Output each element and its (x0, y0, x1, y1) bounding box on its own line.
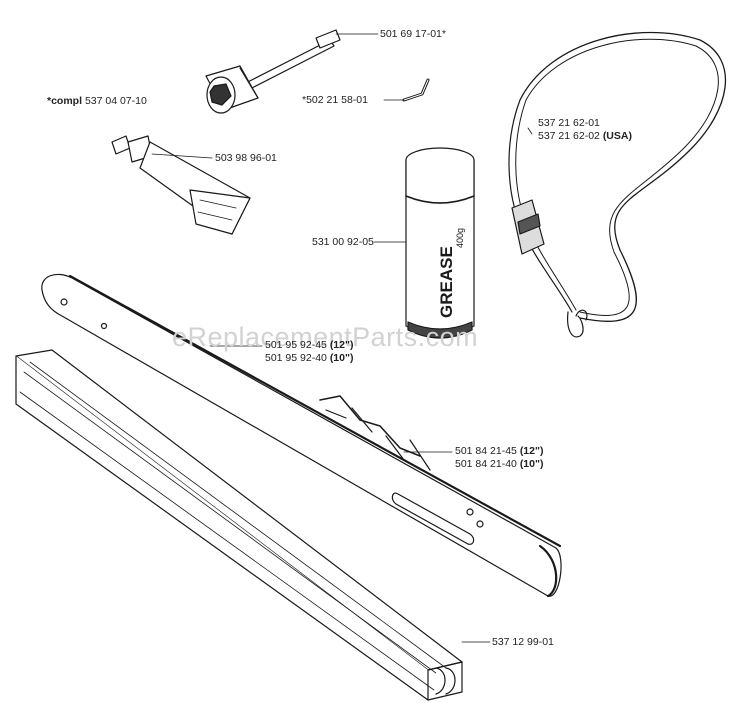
grease-weight-text: 400g (455, 228, 465, 248)
label-wrench: 501 69 17-01* (380, 28, 446, 41)
guide-bar-size-1: (12") (329, 339, 354, 351)
chain-size-2: (10") (519, 458, 544, 470)
harness-part-number-2: 537 21 62-02 (538, 130, 600, 142)
label-chain: 501 84 21-45 (12") 501 84 21-40 (10") (455, 445, 543, 471)
guide-bar-icon (41, 273, 562, 597)
hex-key-part-number: *502 21 58-01 (302, 94, 368, 106)
chain-part-number-2: 501 84 21-40 (455, 458, 517, 470)
guide-bar-part-number-1: 501 95 92-45 (265, 339, 327, 351)
cover-part-number: 537 12 99-01 (492, 636, 554, 648)
saw-chain-icon (68, 274, 562, 598)
combination-wrench-icon (205, 29, 341, 114)
compl-part-number: 537 04 07-10 (84, 95, 147, 107)
grease-brand-text: GREASE (437, 246, 456, 318)
chain-part-number-1: 501 84 21-45 (455, 445, 517, 457)
hex-key-icon (402, 78, 430, 102)
compl-prefix: *compl (47, 95, 83, 107)
grease-cartridge-icon: GREASE 400g (405, 147, 475, 339)
label-harness: 537 21 62-01 537 21 62-02 (USA) (538, 117, 632, 143)
label-compl: *compl 537 04 07-10 (47, 95, 147, 108)
label-hex-key: *502 21 58-01 (302, 94, 368, 107)
leader-lines (151, 33, 533, 643)
grease-tube-icon (111, 135, 251, 235)
label-grease-tube: 503 98 96-01 (215, 152, 277, 165)
chain-size-1: (12") (519, 445, 544, 457)
bar-cover-icon (15, 349, 463, 701)
watermark-text: eReplacementParts.com (172, 322, 479, 352)
harness-part-number-1: 537 21 62-01 (538, 117, 600, 129)
harness-suffix-2: (USA) (602, 130, 632, 142)
grease-cartridge-part-number: 531 00 92-05 (312, 236, 374, 248)
guide-bar-size-2: (10") (329, 352, 354, 364)
label-grease-cartridge: 531 00 92-05 (312, 236, 374, 249)
wrench-part-number: 501 69 17-01* (380, 28, 446, 40)
label-guide-bar: 501 95 92-45 (12") 501 95 92-40 (10") (265, 339, 353, 365)
guide-bar-part-number-2: 501 95 92-40 (265, 352, 327, 364)
label-cover: 537 12 99-01 (492, 636, 554, 649)
grease-tube-part-number: 503 98 96-01 (215, 152, 277, 164)
harness-strap-icon (508, 31, 727, 338)
